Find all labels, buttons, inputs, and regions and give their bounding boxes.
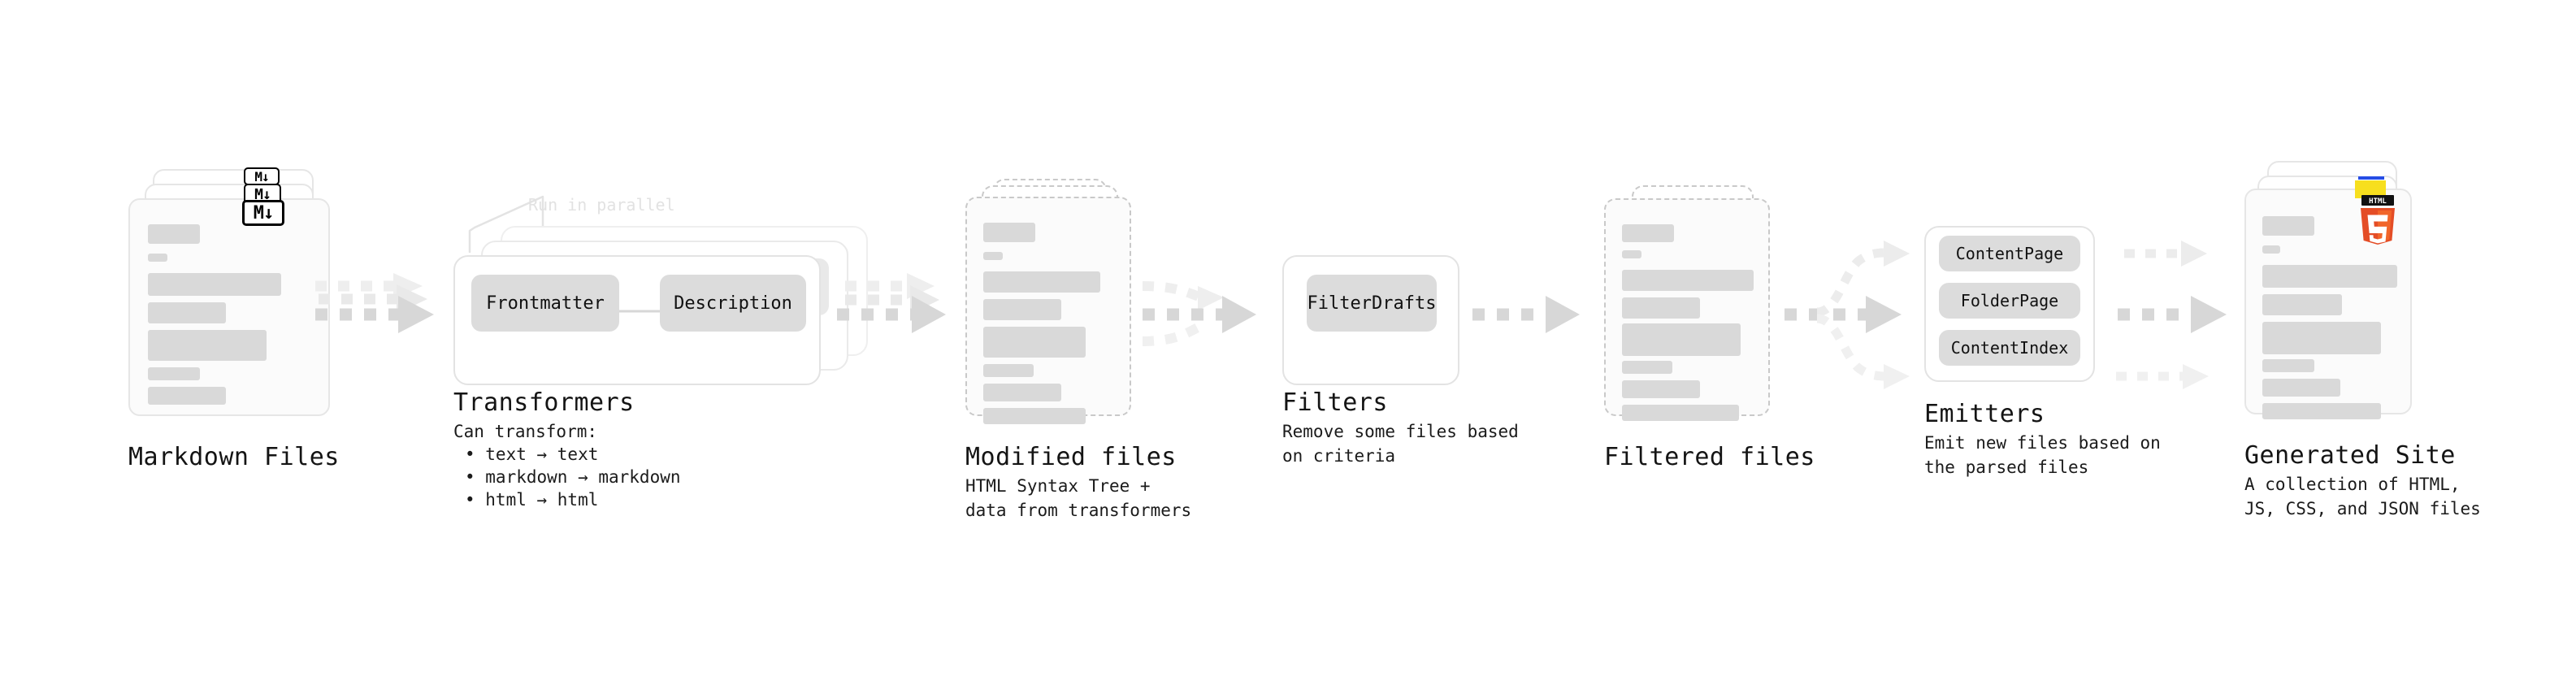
- stage-title-markdown-files: Markdown Files: [128, 443, 340, 471]
- stage-caption-filters: Remove some files based on criteria: [1282, 422, 1519, 466]
- stage-title-filters: Filters: [1282, 388, 1388, 417]
- stage-caption-transformers: Can transform:: [453, 422, 598, 441]
- skeleton-bar: [1622, 323, 1741, 356]
- emitter-node-folderpage[interactable]: FolderPage: [1939, 283, 2080, 319]
- markdown-logo-icon-back-2: M↓: [244, 167, 280, 185]
- transformer-node-description[interactable]: Description: [660, 275, 806, 332]
- skeleton-bar: [983, 252, 1003, 260]
- skeleton-bar: [1622, 405, 1739, 421]
- skeleton-bar: [148, 387, 226, 405]
- transformers-bullet-2: • html → html: [465, 490, 599, 510]
- stage-caption-emitters: Emit new files based on the parsed files: [1924, 433, 2161, 477]
- skeleton-bar: [1622, 380, 1700, 398]
- skeleton-bar: [2262, 359, 2314, 372]
- transformers-bullet-1: • markdown → markdown: [465, 467, 681, 487]
- skeleton-bar: [2262, 403, 2381, 419]
- skeleton-bar: [983, 299, 1061, 320]
- skeleton-bar: [1622, 270, 1754, 291]
- skeleton-bar: [148, 254, 167, 262]
- skeleton-bar: [2262, 294, 2342, 315]
- stage-title-transformers: Transformers: [453, 388, 635, 417]
- connector-emitters-to-site: [2116, 241, 2227, 389]
- skeleton-bar: [1622, 361, 1672, 374]
- filter-node-filterdrafts[interactable]: FilterDrafts: [1307, 275, 1437, 332]
- skeleton-bar: [148, 302, 226, 323]
- skeleton-bar: [983, 327, 1086, 358]
- connector-filters-to-filtered: [1472, 296, 1580, 333]
- stage-title-generated-site: Generated Site: [2244, 441, 2456, 470]
- skeleton-bar: [148, 330, 267, 361]
- emitter-node-contentpage[interactable]: ContentPage: [1939, 236, 2080, 271]
- skeleton-bar: [2262, 379, 2340, 397]
- html5-icon: HTML: [2361, 195, 2395, 245]
- transformer-node-frontmatter[interactable]: Frontmatter: [471, 275, 619, 332]
- transformers-bullet-0: • text → text: [465, 445, 599, 464]
- skeleton-bar: [2262, 216, 2314, 236]
- skeleton-bar: [148, 367, 200, 380]
- stage-caption-generated-site: A collection of HTML, JS, CSS, and JSON …: [2244, 475, 2481, 518]
- markdown-logo-icon: M↓: [242, 200, 284, 226]
- skeleton-bar: [983, 364, 1034, 377]
- filtered-files-card-front: [1604, 198, 1770, 421]
- skeleton-bar: [983, 271, 1100, 293]
- js-icon: [2355, 180, 2386, 198]
- stage-title-modified-files: Modified files: [965, 443, 1177, 471]
- connector-md-to-transformers: [315, 273, 434, 333]
- stage-caption-modified-files: HTML Syntax Tree + data from transformer…: [965, 476, 1192, 520]
- skeleton-bar: [983, 408, 1086, 424]
- skeleton-bar: [1622, 297, 1700, 319]
- connector-filtered-to-emitters: [1785, 241, 1910, 389]
- stage-title-filtered-files: Filtered files: [1604, 443, 1815, 471]
- markdown-files-card-front: [128, 198, 330, 416]
- skeleton-bar: [2262, 265, 2397, 288]
- skeleton-bar: [1622, 250, 1641, 258]
- stage-title-emitters: Emitters: [1924, 400, 2045, 428]
- skeleton-bar: [1622, 224, 1674, 242]
- emitter-node-contentindex[interactable]: ContentIndex: [1939, 330, 2080, 366]
- skeleton-bar: [148, 273, 281, 296]
- skeleton-bar: [148, 224, 200, 244]
- skeleton-bar: [983, 223, 1035, 242]
- skeleton-bar: [2262, 322, 2381, 354]
- run-in-parallel-label: Run in parallel: [528, 195, 675, 215]
- css-icon: [2358, 167, 2384, 180]
- svg-text:HTML: HTML: [2369, 197, 2387, 206]
- modified-files-card-front: [965, 197, 1131, 424]
- skeleton-bar: [983, 384, 1061, 401]
- connector-modified-to-filters: [1142, 281, 1256, 346]
- generated-site-card-front: [2244, 189, 2412, 419]
- skeleton-bar: [2262, 245, 2280, 254]
